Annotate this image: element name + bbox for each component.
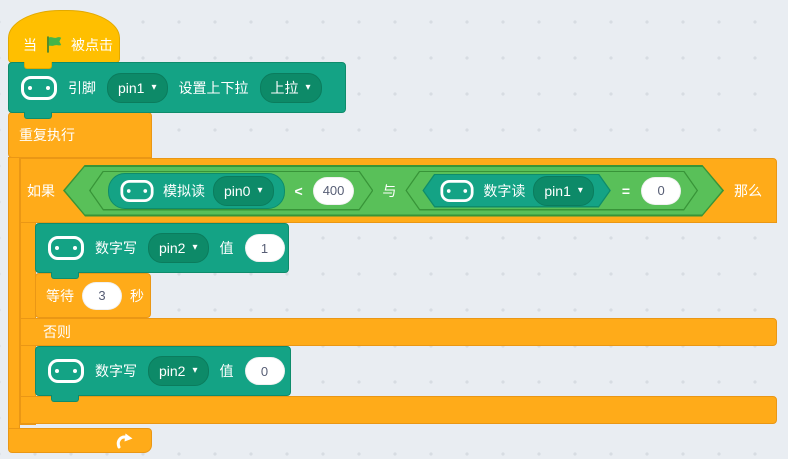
else-label: 否则 (43, 324, 71, 340)
equals-operator-block[interactable]: 数字读 pin1 ▾ = 0 (405, 171, 698, 211)
digital-pin-dropdown[interactable]: pin1 ▾ (533, 175, 594, 206)
dropdown-arrow-icon: ▾ (305, 81, 311, 93)
equals-symbol: = (621, 182, 631, 199)
less-than-operator-block[interactable]: 模拟读 pin0 ▾ < 400 (89, 171, 373, 211)
else-bar[interactable]: 否则 (20, 318, 777, 346)
analog-read-label: 模拟读 (163, 182, 205, 199)
block-notch-tab (51, 395, 79, 402)
pin-dropdown[interactable]: pin1 ▾ (107, 72, 168, 103)
threshold-input[interactable]: 400 (312, 176, 355, 205)
digital-write-label: 数字写 (95, 363, 137, 379)
dropdown-arrow-icon: ▾ (192, 242, 198, 253)
hat-notch-tab (24, 62, 52, 69)
digital-read-label: 数字读 (483, 182, 526, 199)
analog-read-reporter-block[interactable]: 模拟读 pin0 ▾ (108, 172, 285, 209)
write-value-input[interactable]: 0 (244, 357, 285, 385)
analog-pin-value: pin0 (224, 182, 251, 199)
write-value-input[interactable]: 1 (244, 234, 285, 262)
dropdown-arrow-icon: ▾ (151, 81, 157, 93)
green-flag-icon (45, 36, 63, 53)
pin-label: 引脚 (68, 79, 96, 96)
digital-write-on-block[interactable]: 数字写 pin2 ▾ 值 1 (35, 223, 289, 273)
wait-block[interactable]: 等待 3 秒 (35, 273, 151, 318)
write-pin-value: pin2 (159, 240, 186, 256)
forever-block-wall[interactable] (8, 157, 20, 429)
and-label: 与 (382, 182, 397, 199)
pin-dropdown-value: pin1 (118, 79, 145, 96)
set-pin-pull-block[interactable]: 引脚 pin1 ▾ 设置上下拉 上拉 ▾ (8, 62, 346, 113)
set-pull-label: 设置上下拉 (178, 79, 249, 96)
wait-seconds-input[interactable]: 3 (82, 281, 122, 310)
value-label: 值 (219, 240, 234, 256)
if-label: 如果 (27, 182, 55, 199)
if-block-footer[interactable] (20, 396, 777, 424)
dropdown-arrow-icon: ▾ (577, 184, 583, 196)
digital-pin-value: pin1 (544, 182, 571, 199)
digital-read-boolean-block[interactable]: 数字读 pin1 ▾ (422, 174, 611, 208)
then-label: 那么 (734, 182, 762, 199)
wait-label: 等待 (46, 287, 74, 304)
block-notch-tab (51, 272, 79, 279)
analog-pin-dropdown[interactable]: pin0 ▾ (213, 175, 274, 206)
seconds-label: 秒 (130, 287, 144, 304)
microbit-icon (120, 179, 154, 202)
value-label: 值 (219, 363, 234, 379)
dropdown-arrow-icon: ▾ (192, 365, 198, 376)
pull-mode-value: 上拉 (270, 79, 299, 96)
forever-block-header[interactable]: 重复执行 (8, 112, 152, 158)
pull-mode-dropdown[interactable]: 上拉 ▾ (259, 72, 322, 103)
microbit-icon (440, 179, 474, 202)
digital-write-off-block[interactable]: 数字写 pin2 ▾ 值 0 (35, 346, 291, 396)
write-pin-dropdown[interactable]: pin2 ▾ (148, 356, 209, 386)
loop-arrow-icon (113, 432, 137, 450)
microbit-icon (21, 75, 57, 100)
less-than-symbol: < (294, 182, 303, 199)
compare-value-input[interactable]: 0 (641, 176, 682, 205)
clicked-label: 被点击 (71, 36, 113, 53)
and-operator-block[interactable]: 模拟读 pin0 ▾ < 400 与 (63, 165, 724, 217)
microbit-icon (48, 359, 84, 383)
write-pin-value: pin2 (159, 363, 186, 379)
microbit-icon (48, 236, 84, 260)
forever-label: 重复执行 (19, 127, 75, 143)
when-flag-clicked-block[interactable]: 当 被点击 (8, 10, 120, 63)
forever-block-footer[interactable] (8, 428, 152, 453)
digital-write-label: 数字写 (95, 240, 137, 256)
when-label: 当 (23, 36, 37, 53)
dropdown-arrow-icon: ▾ (257, 184, 263, 196)
block-notch-tab (24, 112, 52, 119)
write-pin-dropdown[interactable]: pin2 ▾ (148, 233, 209, 263)
if-block-header[interactable]: 如果 模拟读 pin0 ▾ (20, 158, 777, 223)
